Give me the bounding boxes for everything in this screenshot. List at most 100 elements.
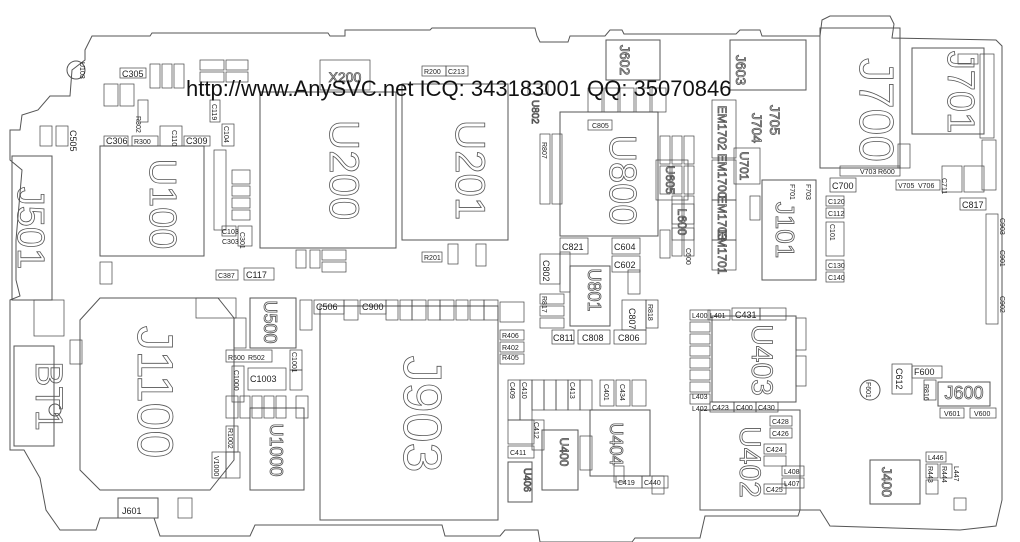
label-c430: C430 <box>758 405 775 412</box>
label-r201: R201 <box>424 255 441 262</box>
label-v703: V703 <box>860 169 876 176</box>
label-u701: U701 <box>737 152 751 181</box>
u201-outline <box>401 83 509 241</box>
label-c600: C600 <box>684 248 691 265</box>
label-x200: X200 <box>329 69 362 85</box>
label-r402: R402 <box>502 345 519 352</box>
label-c387: C387 <box>218 273 235 280</box>
label-c303: C303 <box>222 239 239 246</box>
u400-outline <box>541 429 579 491</box>
label-c1000: C1000 <box>232 370 239 391</box>
label-c140: C140 <box>828 275 845 282</box>
mounting-hole <box>66 60 86 80</box>
u200-outline <box>259 91 397 249</box>
label-c305: C305 <box>122 69 144 79</box>
label-r500: R500 <box>228 355 245 362</box>
label-c1001: C1001 <box>290 352 297 373</box>
j400-outline <box>869 459 921 505</box>
label-r818: R818 <box>646 304 653 321</box>
label-c431: C431 <box>735 310 757 320</box>
label-v1000: V1000 <box>212 456 219 476</box>
label-c401: C401 <box>602 384 609 401</box>
label-j601: J601 <box>122 506 142 516</box>
label-c425: C425 <box>766 487 783 494</box>
label-c423: C423 <box>712 405 729 412</box>
label-c103: C103 <box>222 229 239 236</box>
label-c419: C419 <box>618 480 635 487</box>
bt1-outline <box>13 345 55 447</box>
label-c900: C900 <box>362 302 384 312</box>
label-u103: U103 <box>78 62 85 79</box>
label-c806: C806 <box>618 333 640 343</box>
label-v705: V705 <box>898 183 914 190</box>
label-c903: C903 <box>998 218 1005 235</box>
label-c112: C112 <box>828 211 844 218</box>
label-j101: J101 <box>770 202 800 258</box>
label-l408: L408 <box>784 469 800 476</box>
j601-outline <box>117 497 159 519</box>
label-r302: R302 <box>134 116 141 133</box>
label-l400: L400 <box>692 313 708 320</box>
label-c110: C110 <box>170 130 177 146</box>
label-r817: R817 <box>540 296 547 313</box>
label-r1002: R1002 <box>226 428 233 449</box>
label-u201: U201 <box>447 120 494 220</box>
label-c434: C434 <box>618 384 625 401</box>
label-f600: F600 <box>914 367 935 377</box>
u406-outline <box>507 461 533 503</box>
label-c309: C309 <box>186 136 208 146</box>
u402-outline <box>699 409 801 511</box>
label-c213: C213 <box>448 69 465 76</box>
label-f601: F601 <box>864 382 871 398</box>
label-c612: C612 <box>894 368 904 390</box>
label-c413: C413 <box>568 382 575 399</box>
j701-outline <box>911 47 985 135</box>
label-c400: C400 <box>736 405 753 412</box>
label-bt1: BT1 <box>27 361 69 431</box>
label-c104: C104 <box>222 126 229 143</box>
label-c440: C440 <box>644 480 661 487</box>
label-j1100: J1100 <box>127 326 183 459</box>
label-u402: U402 <box>733 426 766 498</box>
label-f703: F703 <box>804 184 811 200</box>
mounting-hole <box>48 403 62 417</box>
label-em1700: EM1700 <box>715 154 729 199</box>
label-j602: J602 <box>617 45 633 76</box>
label-j704: J704 <box>749 113 765 144</box>
label-c130: C130 <box>828 263 845 270</box>
label-c505: C505 <box>68 130 78 152</box>
big-labels: J700 J701 U200 U201 U100 U800 J501 J1100… <box>9 44 984 498</box>
label-c821: C821 <box>562 242 584 252</box>
label-l446: L446 <box>928 455 944 462</box>
label-r200: R200 <box>424 69 441 76</box>
label-u605: U605 <box>663 166 677 195</box>
label-em1701: EM1701 <box>715 230 729 275</box>
label-f701: F701 <box>788 184 795 200</box>
label-u801: U801 <box>584 268 604 311</box>
label-u404: U404 <box>606 422 626 465</box>
label-c301: C301 <box>238 232 245 249</box>
label-c101: C101 <box>828 224 835 241</box>
label-v601: V601 <box>944 411 960 418</box>
label-j700: J700 <box>849 58 902 162</box>
label-u406: U406 <box>521 468 532 492</box>
label-c409: C409 <box>508 382 515 399</box>
j602-outline <box>605 39 661 81</box>
label-l447: L447 <box>952 466 959 482</box>
label-c711: C711 <box>940 178 947 194</box>
small-labels: C305 C306 C309 C117 C387 C506 C900 C1003… <box>68 62 1005 516</box>
label-j501: J501 <box>9 187 51 269</box>
label-c426: C426 <box>772 431 789 438</box>
label-u800: U800 <box>601 135 643 226</box>
label-j903: J903 <box>392 355 452 472</box>
label-j600: J600 <box>944 383 983 403</box>
label-c602: C602 <box>614 260 636 270</box>
label-em1702: EM1702 <box>715 106 729 151</box>
u500-outline <box>249 297 297 349</box>
label-l600: L600 <box>675 209 689 236</box>
board-outline <box>9 15 1003 542</box>
j603-outline <box>729 39 807 91</box>
label-l407: L407 <box>784 481 800 488</box>
mounting-hole <box>859 379 881 401</box>
label-l401: L401 <box>710 313 726 320</box>
